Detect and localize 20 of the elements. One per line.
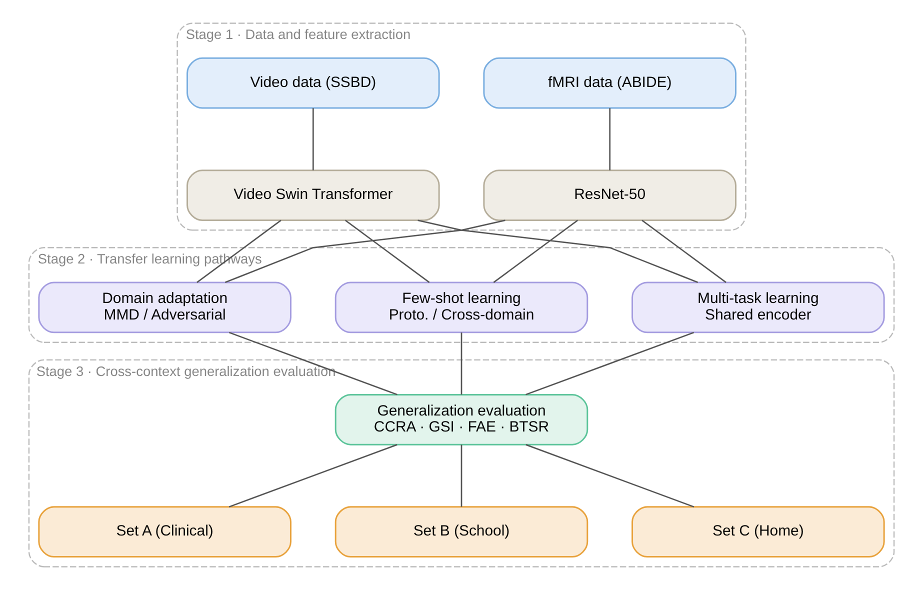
node-box: ResNet-50 bbox=[482, 170, 736, 221]
node-box: Set B (School) bbox=[334, 506, 588, 558]
node-box: Few-shot learning Proto. / Cross-domain bbox=[334, 282, 588, 334]
connector bbox=[224, 220, 505, 284]
connector bbox=[417, 220, 698, 284]
connector bbox=[460, 332, 462, 395]
node-box: Generalization evaluation CCRA · GSI · FAE · BTSR bbox=[334, 394, 588, 446]
node-box: Set C (Home) bbox=[631, 506, 884, 558]
node-box: Video data (SSBD) bbox=[186, 57, 440, 109]
connector bbox=[525, 444, 694, 508]
node-box: fMRI data (ABIDE) bbox=[482, 57, 736, 109]
node-box: Domain adaptation MMD / Adversarial bbox=[38, 282, 291, 334]
connector bbox=[460, 444, 462, 507]
node-box: Video Swin Transformer bbox=[186, 170, 440, 221]
node-box: Multi-task learning Shared encoder bbox=[631, 282, 884, 334]
node-box: Set A (Clinical) bbox=[38, 506, 291, 558]
connector bbox=[228, 444, 397, 508]
connector bbox=[228, 332, 397, 396]
connector bbox=[608, 108, 610, 170]
connector bbox=[312, 108, 314, 170]
